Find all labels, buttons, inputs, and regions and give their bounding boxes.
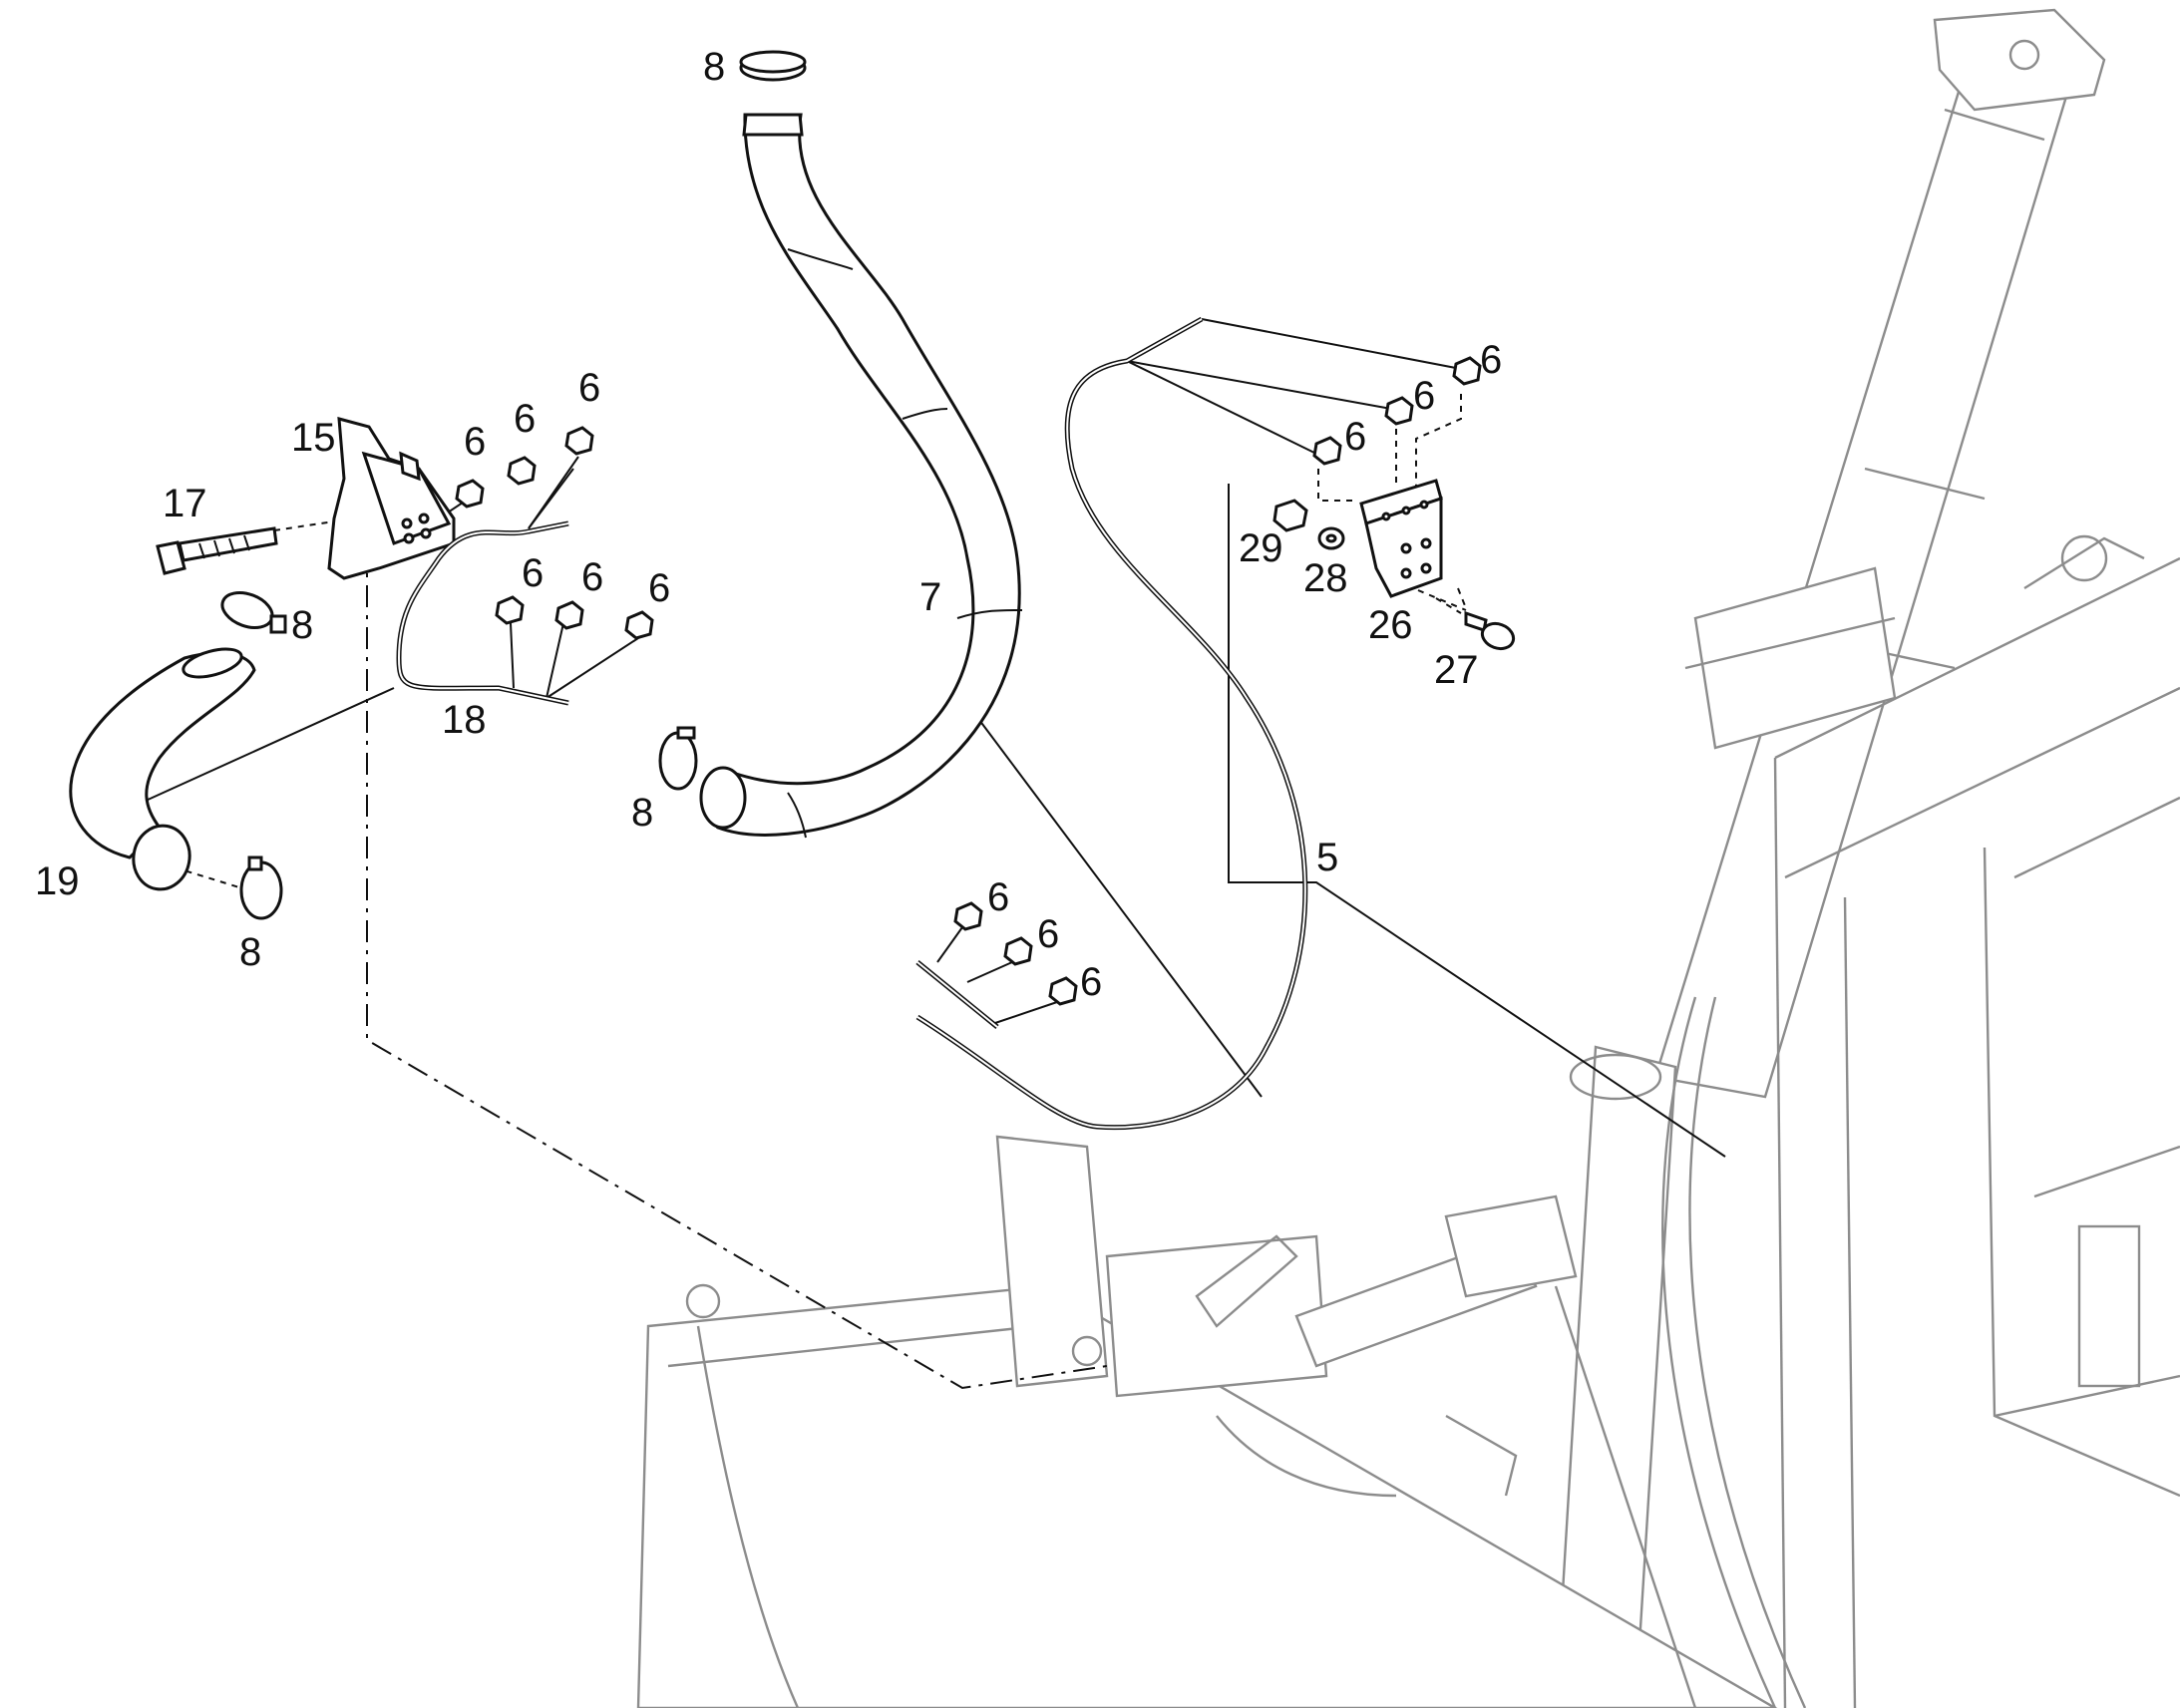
callout-6: 6 — [522, 551, 544, 595]
bracket-26 — [1359, 479, 1443, 598]
hose-clamp-8-middle — [658, 726, 698, 791]
callout-27: 27 — [1434, 648, 1479, 692]
bracket-15 — [327, 417, 456, 580]
loader-frame-background — [636, 8, 2180, 1708]
cable-5 — [915, 316, 1308, 1131]
cable-clip-6 — [1384, 396, 1414, 426]
cable-clip-6 — [953, 901, 983, 931]
mounting-reference-line — [366, 543, 1108, 1390]
callout-6: 6 — [464, 420, 486, 464]
cable-18 — [396, 520, 569, 706]
callout-15: 15 — [291, 416, 336, 460]
callout-19: 19 — [35, 859, 80, 903]
hose-clamp-8-left-lower — [239, 855, 283, 920]
cable-clip-6 — [495, 595, 525, 625]
callout-6: 6 — [1480, 338, 1502, 382]
bolt-17 — [156, 526, 278, 575]
callout-28: 28 — [1303, 556, 1348, 600]
cable-clips-6 — [455, 356, 1482, 1006]
washer-28 — [1317, 526, 1345, 550]
cable-clip-6 — [507, 456, 537, 486]
callout-6: 6 — [987, 875, 1009, 919]
screw-27 — [1464, 610, 1516, 651]
callout-6: 6 — [578, 366, 600, 410]
cable-clip-6 — [1312, 436, 1342, 466]
callout-6: 6 — [648, 566, 670, 610]
callout-26: 26 — [1368, 603, 1413, 647]
cable-clip-6 — [554, 600, 584, 630]
callout-6: 6 — [1413, 374, 1435, 418]
callout-18: 18 — [442, 698, 487, 742]
leader-lines — [134, 318, 1726, 1390]
cable-clip-6 — [455, 479, 485, 509]
lower-cable-segment — [915, 960, 999, 1029]
hose-7 — [699, 113, 1023, 839]
callout-8: 8 — [631, 791, 653, 835]
callout-6: 6 — [1037, 912, 1059, 956]
callout-6: 6 — [514, 397, 536, 441]
hose-19 — [69, 647, 256, 891]
callout-5: 5 — [1316, 836, 1338, 879]
hose-clamp-8-left-upper — [220, 591, 287, 634]
callout-7: 7 — [919, 575, 941, 619]
nut-29 — [1272, 499, 1308, 532]
cable-clip-6 — [1452, 356, 1482, 386]
callout-8: 8 — [291, 603, 313, 647]
cable-clip-6 — [564, 426, 594, 456]
callout-6: 6 — [1344, 415, 1366, 459]
cable-clip-6 — [624, 610, 654, 640]
callout-6: 6 — [1080, 960, 1102, 1004]
cable-clip-6 — [1003, 936, 1033, 966]
callout-8-top: 8 — [703, 45, 725, 89]
cable-clip-6 — [1048, 976, 1078, 1006]
callout-17: 17 — [163, 482, 207, 525]
callout-8: 8 — [239, 930, 261, 974]
callout-29: 29 — [1239, 526, 1283, 570]
callout-labels: 8 15 17 6 6 6 8 6 6 6 18 19 8 7 8 6 6 6 … — [35, 45, 1502, 1004]
callout-6: 6 — [581, 555, 603, 599]
hose-clamp-8-top — [739, 50, 807, 82]
